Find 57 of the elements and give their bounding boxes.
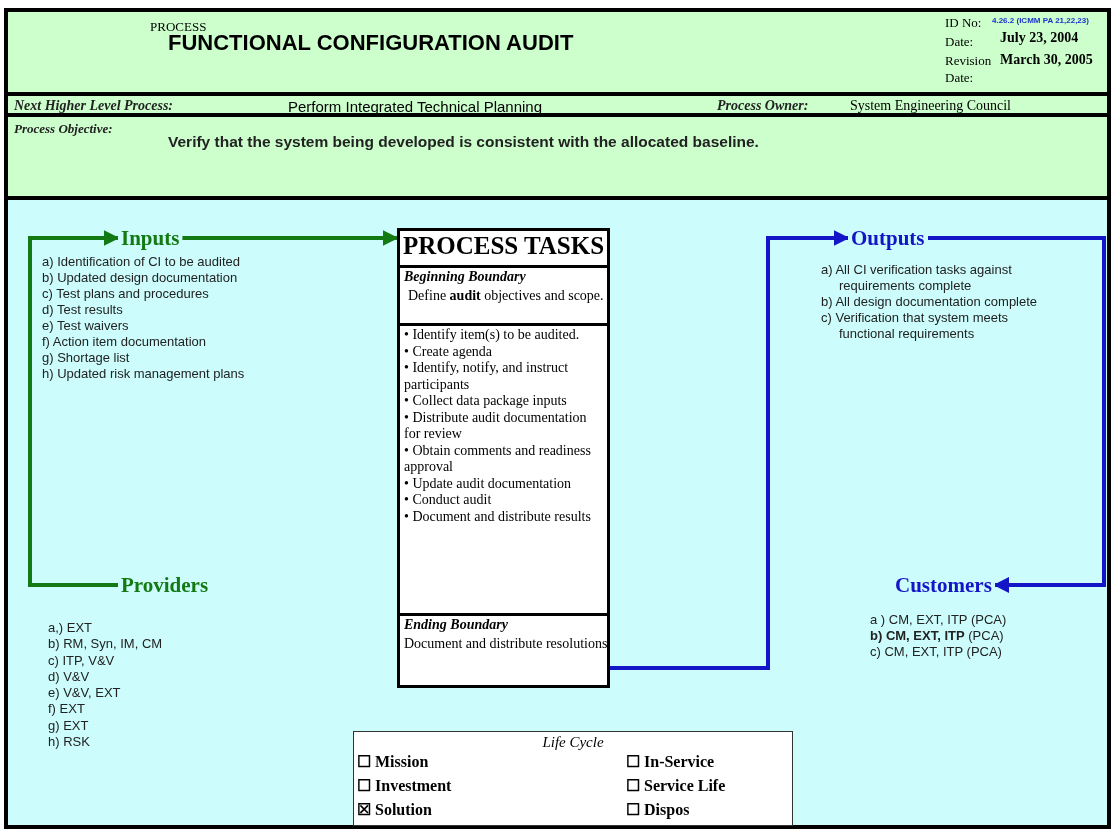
checkbox-option: ☐ In-Service: [626, 752, 715, 771]
list-item: a ) CM, EXT, ITP (PCA): [870, 612, 1008, 628]
list-item: h) RSK: [48, 734, 91, 751]
checkbox-option: ☒ Solution: [357, 800, 432, 819]
list-item: g) EXT: [48, 717, 90, 735]
checkbox-option: ☐ Service Life: [626, 776, 726, 795]
field-label: Process Objective:: [14, 121, 113, 137]
objective-text: Verify that the system being developed is consistent with the allocated baseline.: [168, 133, 759, 151]
task-item: • Identify, notify, and instruct participants: [404, 360, 570, 393]
list-item: d) V&V: [48, 668, 91, 686]
panel-title: PROCESS TASKS: [401, 232, 606, 260]
list-item: b) CM, EXT, ITP (PCA): [870, 628, 1005, 644]
arrow: [182, 230, 399, 246]
section-heading: Ending Boundary: [404, 617, 509, 633]
field-label: ID No:: [945, 15, 982, 31]
panel-title: Life Cycle: [541, 734, 605, 751]
list-item: c) CM, EXT, ITP (PCA): [870, 644, 1003, 660]
list-item: f) Action item documentation: [42, 334, 208, 350]
field-label: Process Owner:: [717, 98, 809, 114]
field-label: Next Higher Level Process:: [14, 98, 173, 114]
date-value: July 23, 2004: [1000, 30, 1079, 46]
task-item: • Conduct audit: [404, 492, 493, 509]
boundary-text: Define audit objectives and scope.: [407, 288, 603, 304]
list-item: c) ITP, V&V: [48, 652, 116, 669]
field-label: Revision Date:: [945, 52, 993, 86]
list-item: c) Verification that system meets functional requirements: [821, 310, 1010, 342]
list-item: f) EXT: [48, 701, 86, 718]
process-tasks-box: [397, 228, 610, 688]
list-item: b) RM, Syn, IM, CM: [48, 636, 164, 653]
list-item: d) Test results: [42, 302, 124, 318]
task-item: • Update audit documentation: [404, 475, 573, 492]
checkbox-option: ☐ Dispos: [626, 800, 690, 819]
date-value: March 30, 2005: [1000, 52, 1093, 68]
list-item: h) Updated risk management plans: [42, 366, 246, 382]
list-item: b) All design documentation complete: [821, 294, 1039, 310]
section-heading: Beginning Boundary: [404, 269, 527, 285]
task-item: • Document and distribute results: [404, 508, 592, 525]
task-item: • Identify item(s) to be audited.: [404, 327, 581, 344]
list-item: a) Identification of CI to be audited: [42, 254, 241, 270]
arrow: [28, 230, 120, 587]
arrow: [927, 236, 1106, 593]
list-item: b) Updated design documentation: [42, 270, 239, 286]
task-item: • Distribute audit documentation for review: [404, 409, 588, 443]
checkbox-option: ☐ Investment: [357, 776, 452, 795]
field-label: Date:: [945, 34, 974, 50]
field-value: System Engineering Council: [850, 98, 1011, 114]
list-item: e) Test waivers: [42, 318, 130, 334]
task-item: • Create agenda: [404, 343, 494, 360]
task-item: • Obtain comments and readiness approval: [404, 442, 592, 476]
field-value: Perform Integrated Technical Planning: [288, 98, 543, 115]
list-item: c) Test plans and procedures: [42, 286, 210, 302]
checkbox-option: ☐ Mission: [357, 752, 429, 771]
list-item: g) Shortage list: [42, 350, 131, 366]
list-item: e) V&V, EXT: [48, 685, 122, 702]
task-item: • Collect data package inputs: [404, 393, 568, 410]
list-item: a,) EXT: [48, 620, 94, 637]
id-number: 4.26.2 (ICMM PA 21,22,23): [992, 16, 1089, 25]
